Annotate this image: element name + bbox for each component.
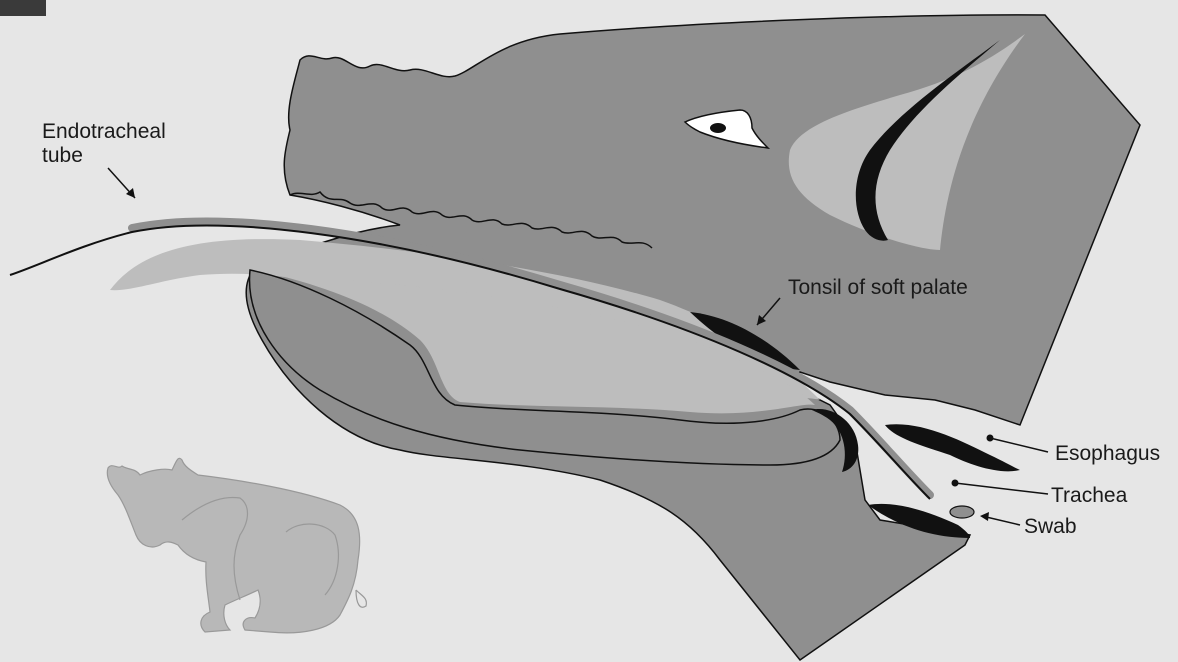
trachea-dot <box>952 480 959 487</box>
swab-shape <box>950 506 974 518</box>
swab-label: Swab <box>1024 515 1077 539</box>
endotracheal-label-line1: Endotracheal <box>42 120 166 144</box>
swab-arrowhead <box>980 512 989 521</box>
endotracheal-label: Endotracheal tube <box>42 120 166 168</box>
esophagus-label: Esophagus <box>1055 442 1160 466</box>
pig-silhouette <box>107 458 359 633</box>
tonsil-label: Tonsil of soft palate <box>788 276 968 300</box>
esophagus-dot <box>987 435 994 442</box>
pupil <box>710 123 726 133</box>
trachea-label: Trachea <box>1051 484 1127 508</box>
endotracheal-label-line2: tube <box>42 144 166 168</box>
esophagus-pointer <box>990 438 1048 452</box>
trachea-pointer <box>955 483 1048 494</box>
